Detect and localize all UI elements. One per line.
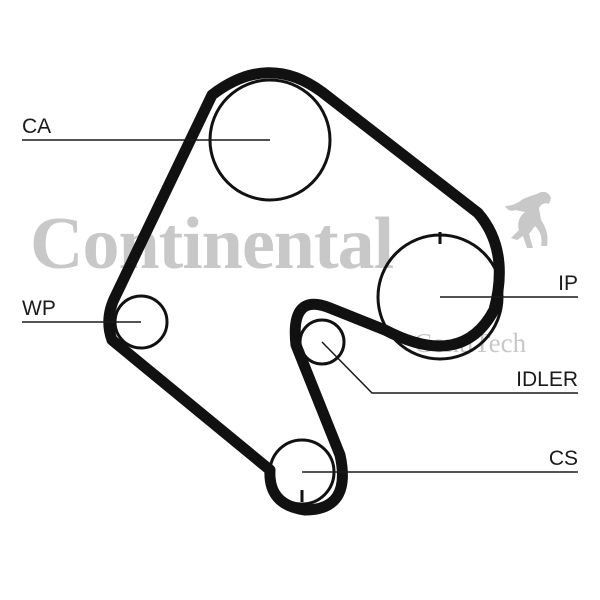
label-cs: CS <box>549 447 578 470</box>
leader-idler <box>321 341 578 394</box>
label-ca: CA <box>22 115 51 138</box>
pulley-idler <box>298 318 346 366</box>
label-ip: IP <box>558 272 578 295</box>
watermark-brand: Continental <box>30 203 394 285</box>
rearing-horse-icon <box>505 191 551 248</box>
continental-watermark: Continental ContiTech <box>30 191 551 358</box>
timing-belt <box>103 67 505 516</box>
label-idler: IDLER <box>516 368 578 391</box>
label-wp: WP <box>22 297 56 320</box>
